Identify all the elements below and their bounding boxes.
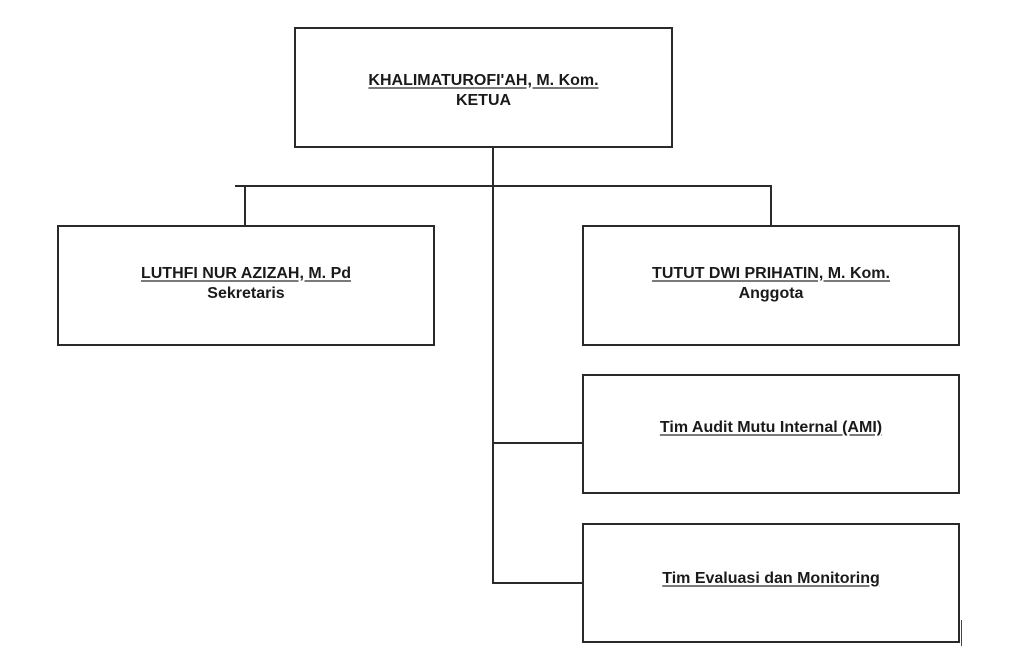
- connector-ami: [492, 442, 590, 444]
- node-name: TUTUT DWI PRIHATIN, M. Kom.: [652, 264, 890, 282]
- node-role: KETUA: [455, 91, 512, 109]
- node-anggota: TUTUT DWI PRIHATIN, M. Kom. Anggota: [582, 225, 960, 346]
- connector-anggota: [770, 185, 772, 226]
- node-role: Sekretaris: [207, 284, 285, 302]
- node-name: Tim Evaluasi dan Monitoring: [662, 570, 880, 587]
- trunk-line: [492, 147, 494, 584]
- branch-bar: [235, 185, 772, 187]
- node-name: Tim Audit Mutu Internal (AMI): [659, 419, 883, 436]
- node-name: KHALIMATUROFI'AH, M. Kom.: [368, 71, 599, 89]
- connector-sekretaris: [244, 185, 246, 226]
- node-name: LUTHFI NUR AZIZAH, M. Pd: [140, 264, 352, 282]
- node-sekretaris: LUTHFI NUR AZIZAH, M. Pd Sekretaris: [57, 225, 435, 346]
- node-ketua: KHALIMATUROFI'AH, M. Kom. KETUA: [294, 27, 673, 148]
- node-tim-monev: Tim Evaluasi dan Monitoring: [582, 523, 960, 643]
- connector-monev: [492, 582, 583, 584]
- node-role: Anggota: [738, 284, 804, 302]
- node-tim-ami: Tim Audit Mutu Internal (AMI): [582, 374, 960, 494]
- text-cursor-mark: [961, 620, 962, 646]
